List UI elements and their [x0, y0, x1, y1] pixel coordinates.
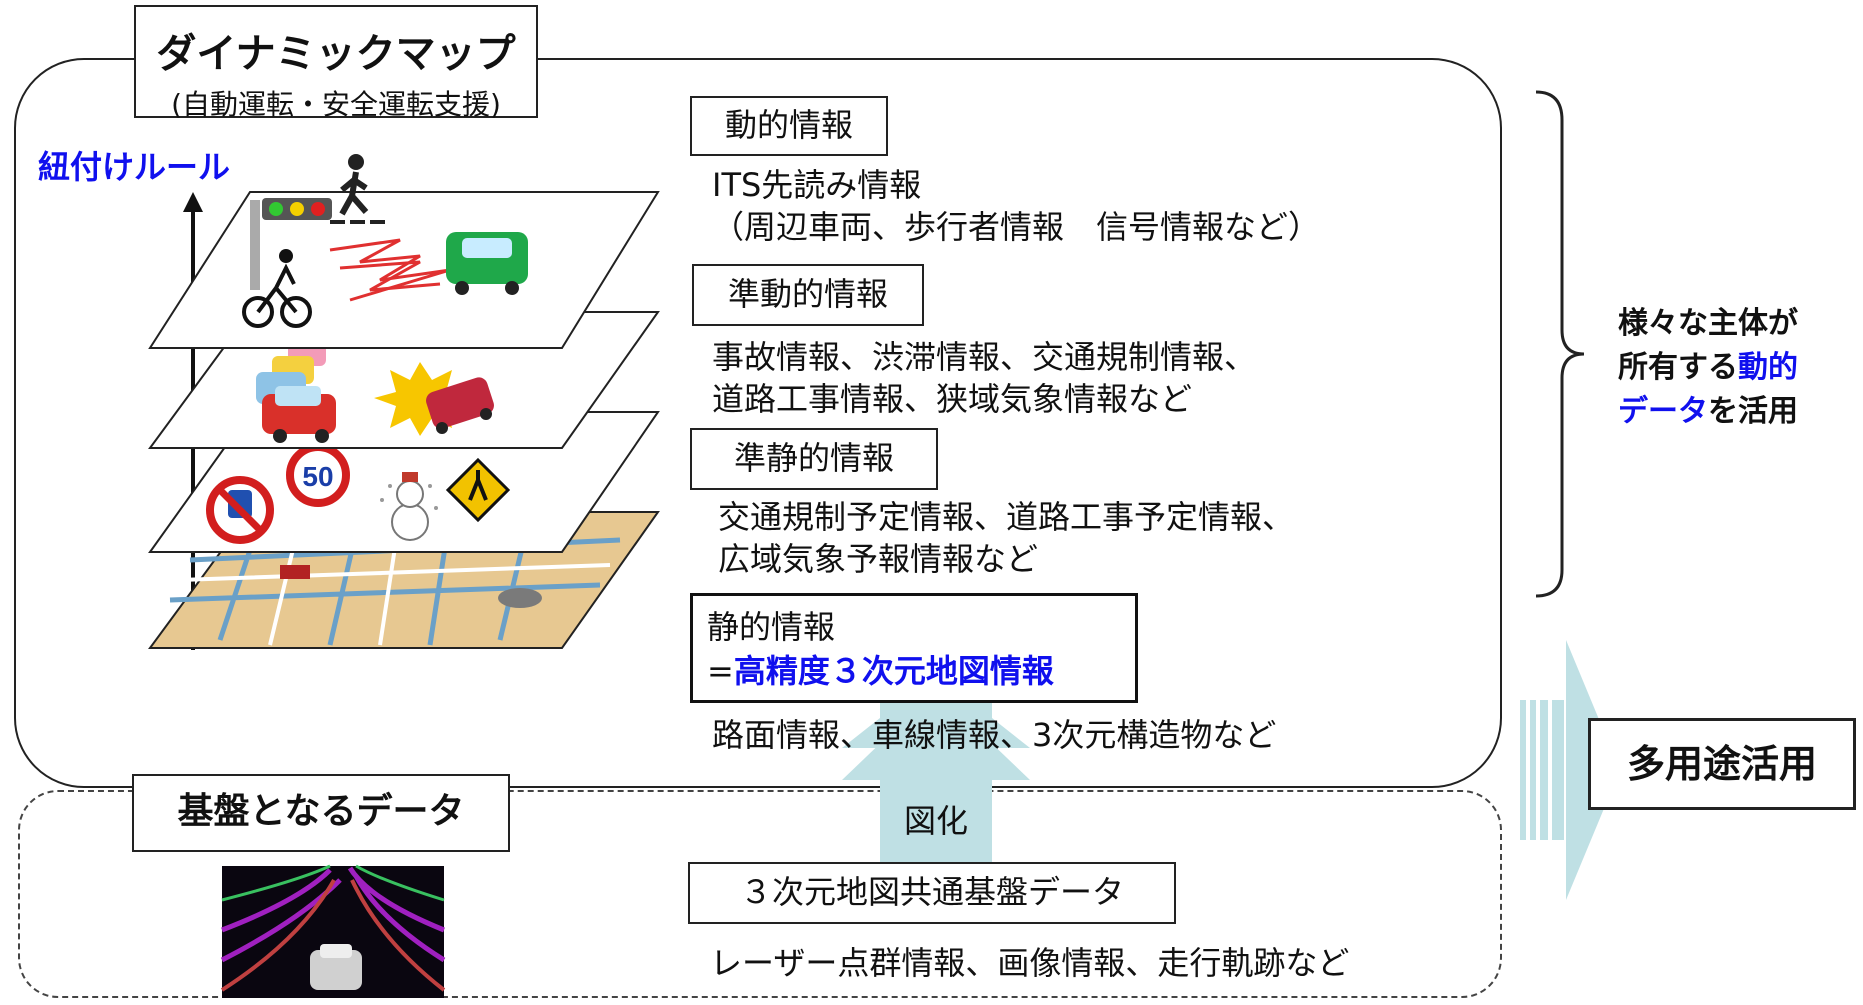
- semi-static-label: 準静的情報: [733, 439, 894, 477]
- static-info-label: 静的情報: [707, 608, 836, 646]
- right-note-line2-prefix: 所有する: [1618, 350, 1738, 385]
- dynamic-info-line1: ITS先読み情報: [712, 166, 922, 204]
- speed-limit-value: 50: [302, 461, 333, 492]
- accident-car-icon: [374, 362, 494, 436]
- base-data-label-box: 基盤となるデータ: [132, 774, 510, 852]
- static-info-line1: 路面情報、車線情報、3次元構造物など: [712, 716, 1277, 754]
- right-note-line3-accent: データ: [1618, 394, 1708, 429]
- snowman-icon: [380, 472, 438, 541]
- lidar-point-cloud-image: [220, 864, 446, 998]
- right-brace: [1535, 90, 1585, 598]
- dynamic-info-label: 動的情報: [724, 106, 853, 144]
- pedestrian-icon: [330, 154, 385, 224]
- title-main: ダイナミックマップ: [156, 31, 516, 77]
- semi-static-line1: 交通規制予定情報、道路工事予定情報、: [718, 498, 1295, 536]
- common-base-data-label: ３次元地図共通基盤データ: [739, 873, 1124, 911]
- traffic-jam-cars-icon: [256, 340, 336, 443]
- title-sub: (自動運転・安全運転支援): [171, 88, 501, 121]
- mapping-arrow: [842, 690, 1030, 868]
- no-entry-sign-icon: [206, 476, 274, 544]
- right-note-line3-suffix: を活用: [1708, 394, 1798, 429]
- semi-static-line2: 広域気象予報情報など: [718, 540, 1039, 578]
- common-base-data-box: ３次元地図共通基盤データ: [688, 862, 1176, 924]
- right-note: 様々な主体が 所有する動的 データを活用: [1618, 302, 1798, 434]
- static-info-highlight-prefix: =: [707, 652, 734, 690]
- mapping-arrow-label: 図化: [903, 802, 968, 840]
- static-info-highlight-row: =高精度３次元地図情報: [707, 650, 1054, 692]
- road-work-sign-icon: [445, 457, 511, 523]
- traffic-light-icon: [250, 198, 332, 290]
- static-info-box: 静的情報 =高精度３次元地図情報: [690, 593, 1138, 703]
- speed-limit-sign-icon: 50: [286, 443, 350, 507]
- base-data-frame: [18, 790, 1502, 998]
- right-note-line1: 様々な主体が: [1618, 306, 1798, 341]
- semi-static-label-box: 準静的情報: [690, 428, 938, 490]
- dynamic-info-line2: （周辺車両、歩行者情報 信号情報など）: [712, 208, 1321, 246]
- semi-dynamic-line2: 道路工事情報、狭域気象情報など: [712, 380, 1193, 418]
- cyclist-icon: [242, 249, 312, 328]
- dynamic-info-label-box: 動的情報: [690, 96, 888, 156]
- right-note-line2: 所有する動的: [1618, 346, 1798, 390]
- up-arrow-icon: [183, 192, 203, 212]
- semi-dynamic-label: 準動的情報: [727, 275, 888, 313]
- right-note-line3: データを活用: [1618, 390, 1798, 434]
- base-data-line1: レーザー点群情報、画像情報、走行軌跡など: [710, 944, 1350, 982]
- green-car-icon: [446, 232, 528, 295]
- right-note-line2-accent: 動的: [1738, 350, 1798, 385]
- linking-rule-label: 紐付けルール: [38, 148, 231, 186]
- static-info-highlight: 高精度３次元地図情報: [733, 652, 1054, 690]
- multi-use-box: 多用途活用: [1588, 718, 1856, 810]
- semi-dynamic-line1: 事故情報、渋滞情報、交通規制情報、: [712, 338, 1257, 376]
- dynamic-map-title-box: ダイナミックマップ (自動運転・安全運転支援): [134, 5, 538, 121]
- semi-dynamic-label-box: 準動的情報: [692, 264, 924, 326]
